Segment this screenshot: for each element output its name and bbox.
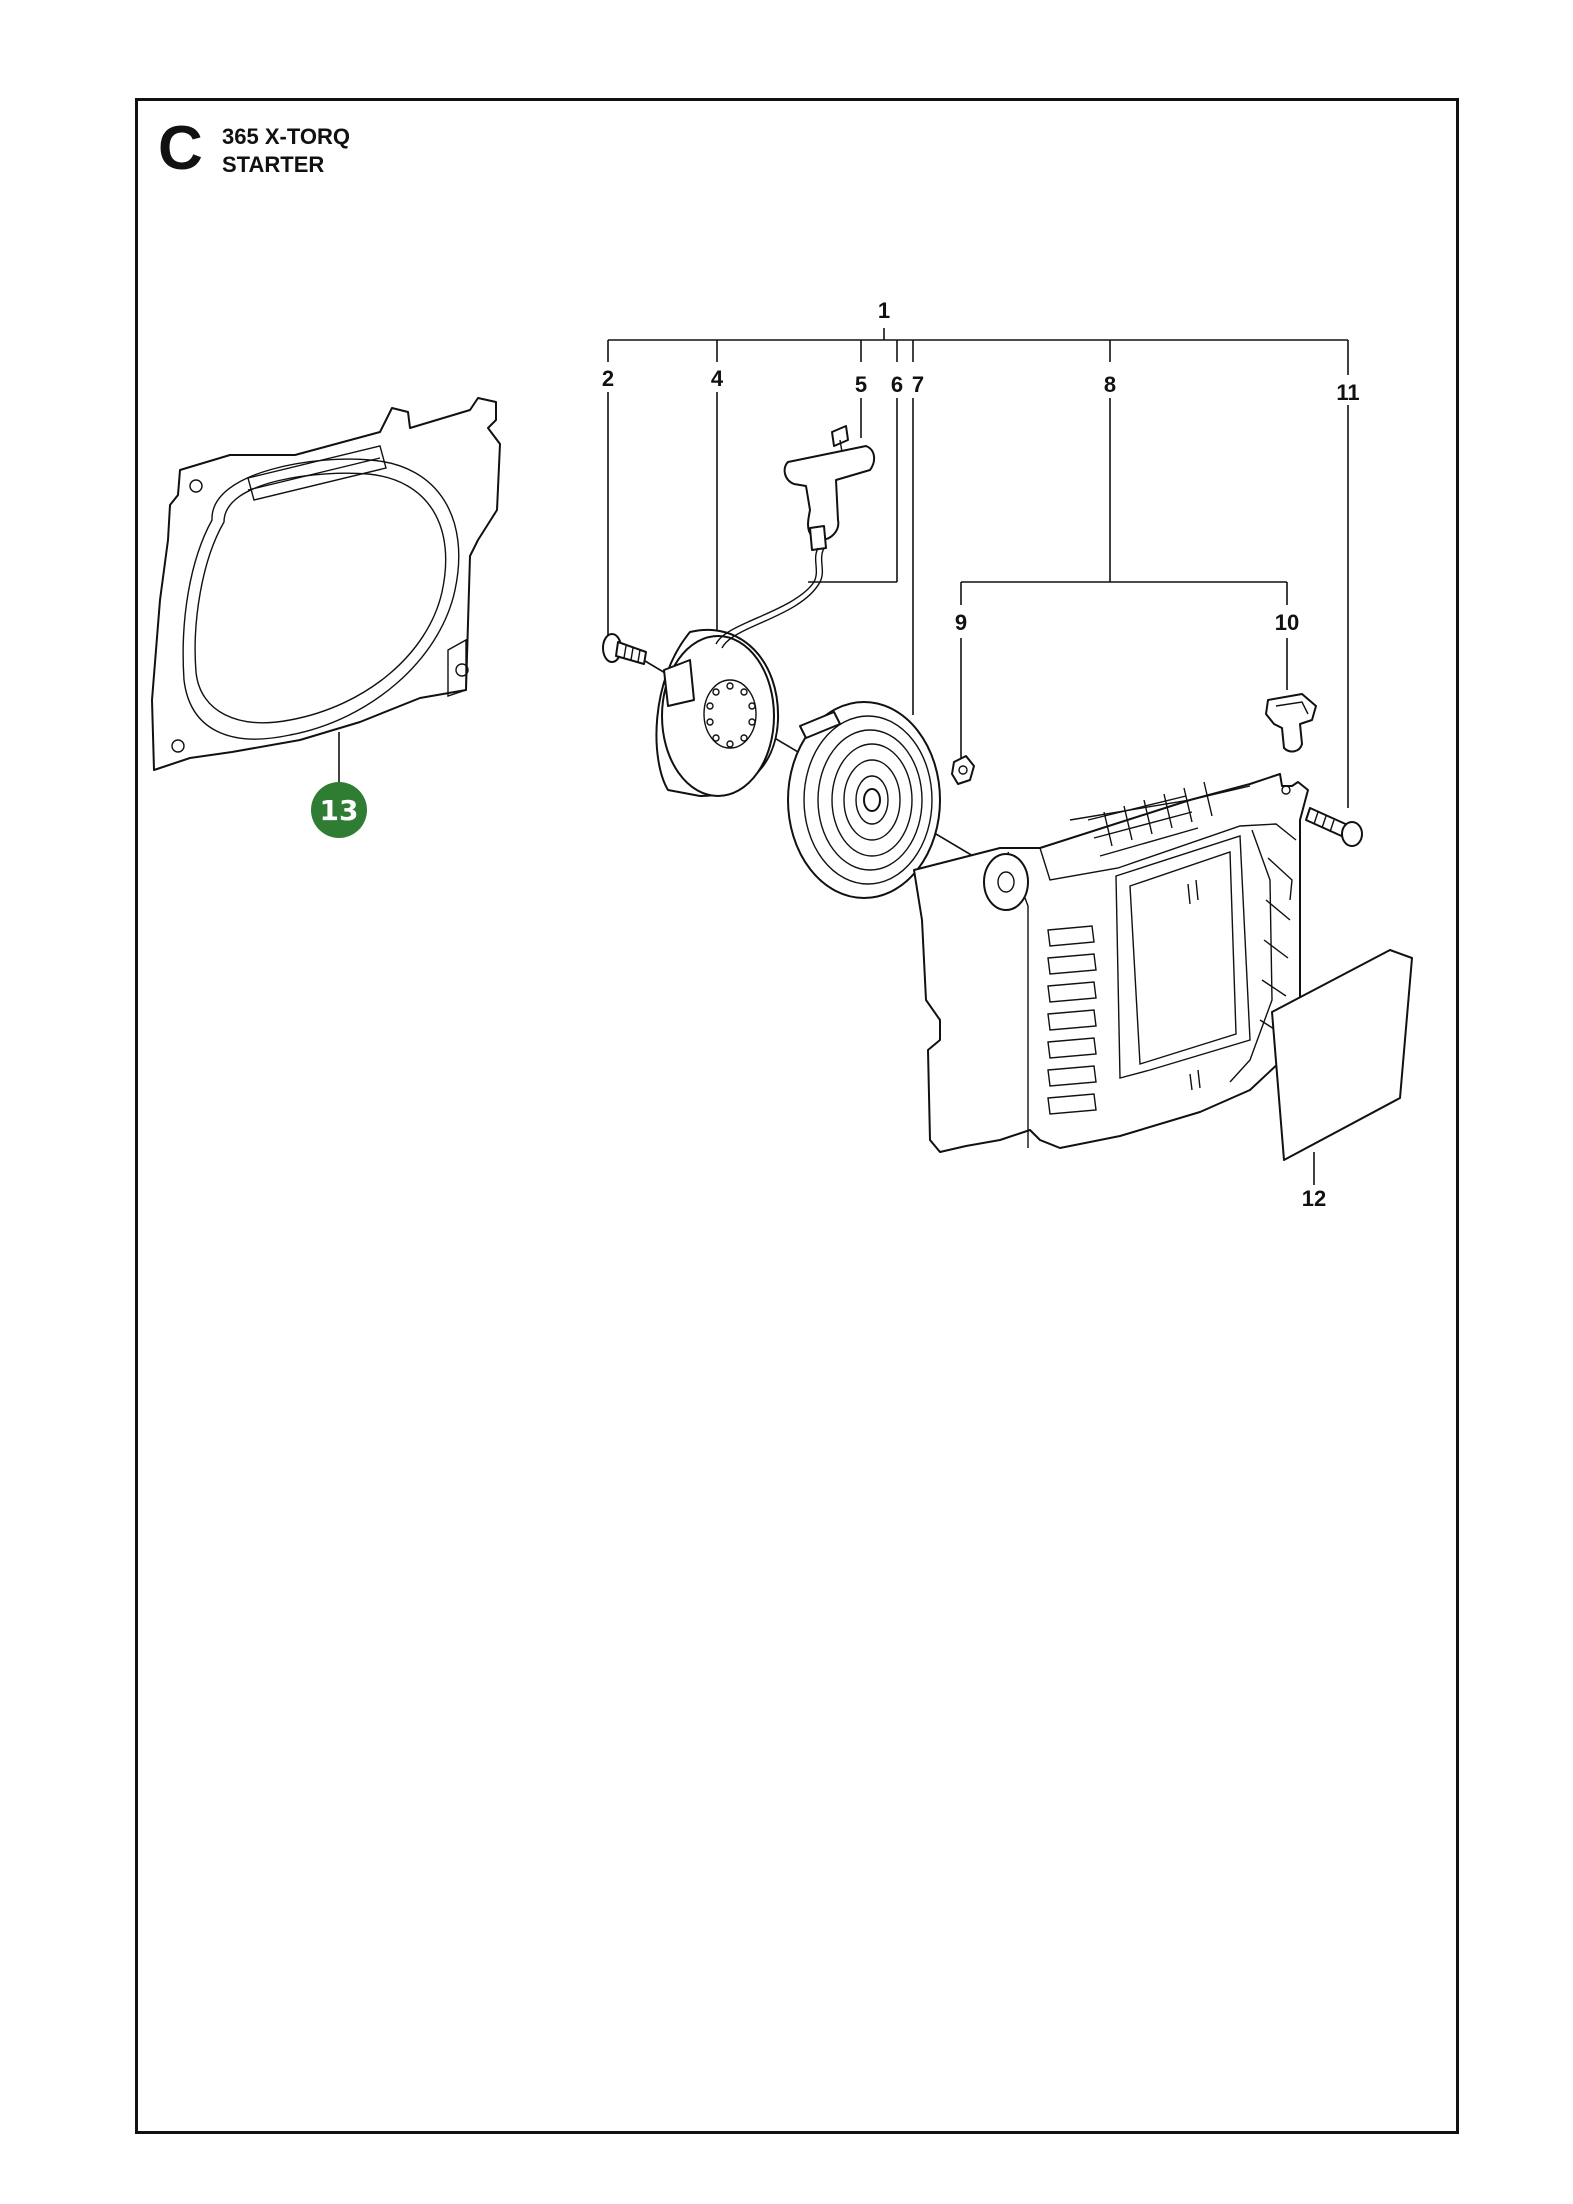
screw-part	[602, 633, 647, 665]
callout-12: 12	[1302, 1186, 1326, 1211]
callout-6: 6	[891, 372, 903, 397]
callout-1: 1	[878, 298, 890, 323]
starter-cover-part	[913, 773, 1309, 1153]
callout-4: 4	[711, 366, 724, 391]
page-frame	[135, 98, 1459, 2134]
recoil-spring-part	[787, 701, 941, 899]
pulley-part	[655, 629, 780, 797]
callout-13-circle	[311, 782, 367, 838]
starter-rope-part	[715, 547, 825, 649]
callout-7: 7	[912, 372, 924, 397]
decal-part	[1271, 949, 1413, 1161]
starter-handle-part	[783, 425, 876, 551]
fan-housing-part	[151, 397, 501, 771]
nut-part	[951, 755, 975, 785]
callout-2: 2	[602, 366, 614, 391]
callout-11: 11	[1336, 380, 1359, 405]
callout-13-badge: 13	[311, 782, 367, 838]
callout-13: 13	[320, 794, 359, 827]
model-name: 365 X-TORQ	[222, 124, 350, 149]
callout-10: 10	[1275, 610, 1299, 635]
grommet-part	[1265, 693, 1317, 753]
section-title: STARTER	[222, 152, 325, 177]
callout-5: 5	[855, 372, 867, 397]
callout-labels: 1 2 4 5 6 7 8 9 10 11 12	[602, 298, 1360, 1211]
callout-8: 8	[1104, 372, 1116, 397]
bolt-part	[1305, 807, 1363, 847]
section-letter: C	[158, 114, 203, 183]
callout-9: 9	[955, 610, 967, 635]
